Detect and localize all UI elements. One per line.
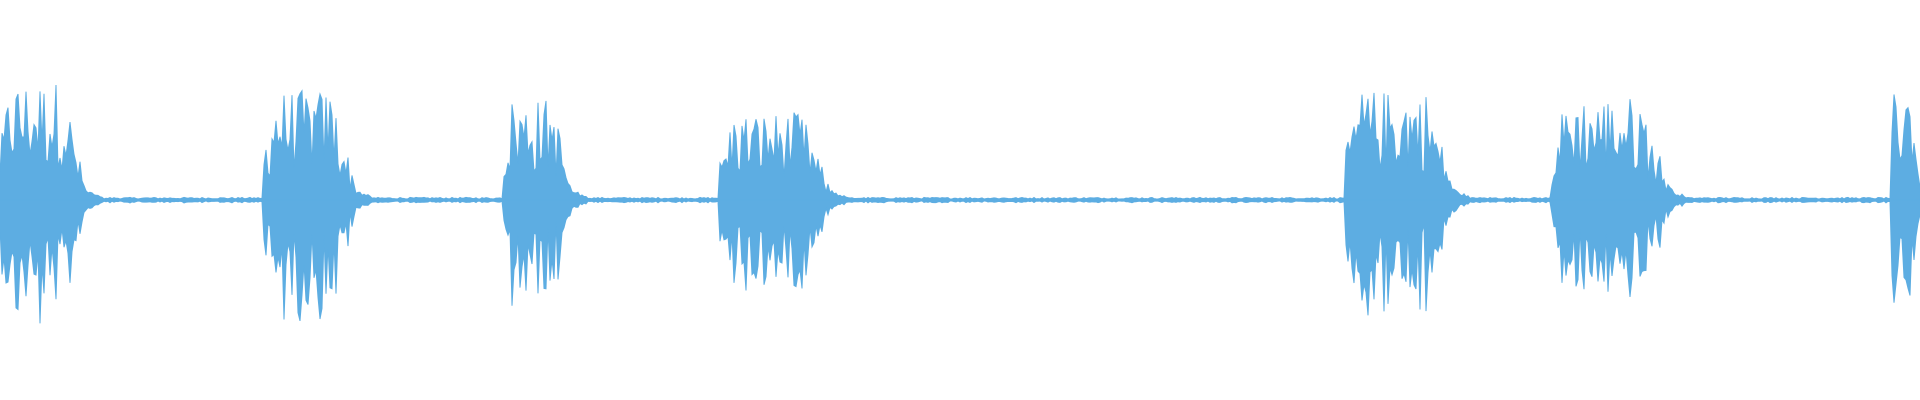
waveform-bars bbox=[0, 84, 1920, 324]
waveform-shape bbox=[0, 84, 1920, 324]
